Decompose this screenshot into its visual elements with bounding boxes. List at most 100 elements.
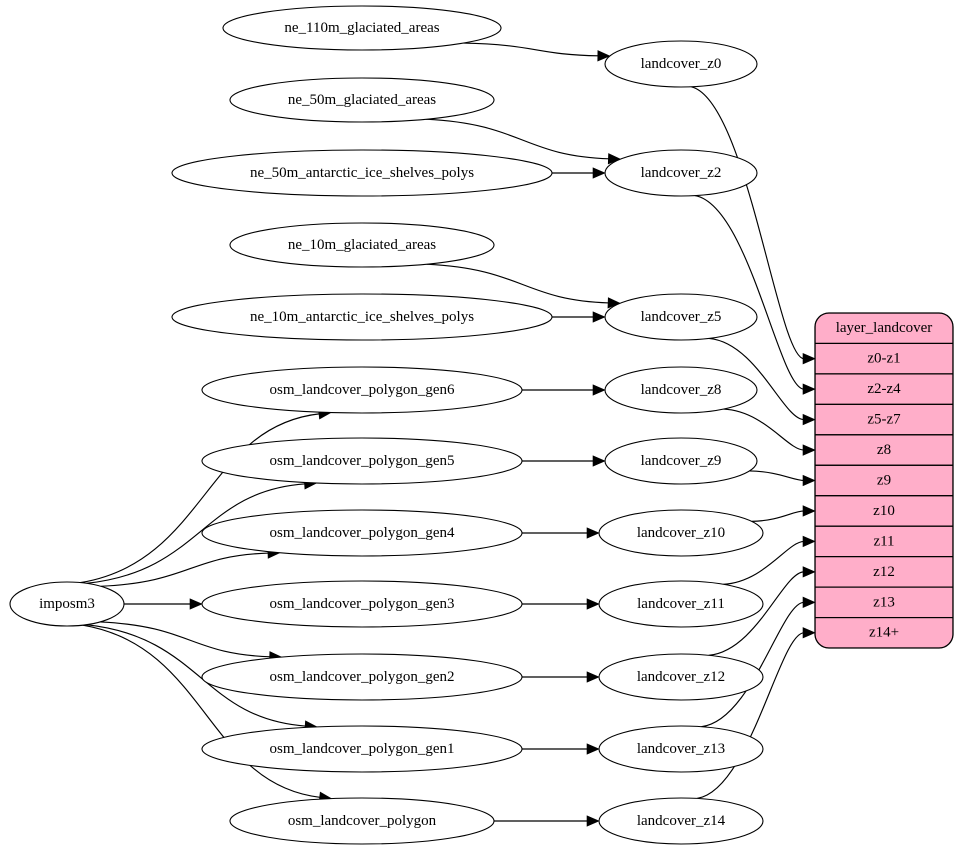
node-label-osm_landcover_polygon_gen2: osm_landcover_polygon_gen2	[270, 669, 455, 685]
node-shape-ne_10m_glaciated_areas	[229, 222, 495, 268]
record-row-z14+[interactable]	[815, 616, 953, 648]
node-shape-landcover_z2	[604, 149, 758, 197]
record-row-label-z11: z11	[873, 533, 894, 549]
edge-ne_110m_glaciated_areas-to-landcover_z0	[463, 42, 599, 57]
record-row-label-z12: z12	[873, 564, 895, 580]
node-osm_landcover_polygon_gen1[interactable]: osm_landcover_polygon_gen1	[201, 725, 523, 773]
nodes-layer: imposm3 ne_110m_glaciated_areas ne_50m_gla…	[9, 5, 764, 845]
node-landcover_z0[interactable]: landcover_z0	[604, 40, 758, 88]
record-row-z11[interactable]	[815, 525, 953, 558]
node-label-landcover_z0: landcover_z0	[641, 56, 722, 72]
node-shape-osm_landcover_polygon_gen1	[201, 725, 523, 773]
record-row-header[interactable]	[815, 313, 953, 345]
edge-landcover_z12-to-z12	[708, 571, 805, 656]
record-row-label-header: layer_landcover	[836, 320, 933, 336]
edge-ne_10m_glaciated_areas-to-landcover_z5	[426, 263, 610, 304]
record-row-label-z8: z8	[877, 442, 891, 458]
edge-landcover_z13-to-z13	[701, 601, 805, 728]
record-row-label-z5-z7: z5-z7	[867, 412, 901, 428]
edge-landcover_z8-to-z8	[723, 408, 805, 451]
edge-arrowhead	[802, 413, 816, 426]
node-ne_50m_glaciated_areas[interactable]: ne_50m_glaciated_areas	[229, 77, 495, 123]
edge-landcover_z0-to-z0-z1	[691, 86, 805, 360]
node-shape-landcover_z10	[598, 509, 764, 557]
node-landcover_z2[interactable]: landcover_z2	[604, 149, 758, 197]
node-label-landcover_z2: landcover_z2	[641, 165, 722, 181]
node-osm_landcover_polygon_gen6[interactable]: osm_landcover_polygon_gen6	[201, 366, 523, 414]
node-imposm3[interactable]: imposm3	[9, 581, 125, 627]
node-ne_10m_antarctic_ice_shelves_polys[interactable]: ne_10m_antarctic_ice_shelves_polys	[171, 293, 553, 341]
edge-imposm3-to-osm_landcover_polygon	[82, 624, 321, 798]
node-shape-osm_landcover_polygon_gen3	[201, 580, 523, 628]
edge-arrowhead	[592, 455, 606, 467]
edge-landcover_z10-to-z10	[751, 510, 805, 522]
node-shape-landcover_z12	[598, 653, 764, 701]
node-landcover_z11[interactable]: landcover_z11	[598, 580, 764, 628]
node-label-osm_landcover_polygon_gen4: osm_landcover_polygon_gen4	[270, 525, 455, 541]
record-outline	[814, 312, 954, 649]
node-landcover_z8[interactable]: landcover_z8	[604, 366, 758, 414]
node-osm_landcover_polygon_gen3[interactable]: osm_landcover_polygon_gen3	[201, 580, 523, 628]
node-label-landcover_z14: landcover_z14	[637, 813, 726, 829]
record-row-label-z9: z9	[877, 472, 891, 488]
edge-landcover_z2-to-z2-z4	[694, 195, 805, 390]
node-label-landcover_z9: landcover_z9	[641, 453, 722, 469]
node-osm_landcover_polygon_gen4[interactable]: osm_landcover_polygon_gen4	[201, 509, 523, 557]
record-row-z8[interactable]	[815, 434, 953, 466]
node-landcover_z5[interactable]: landcover_z5	[604, 293, 758, 341]
record-row-label-z14+: z14+	[869, 625, 899, 641]
edge-arrowhead	[802, 627, 816, 639]
node-label-ne_50m_glaciated_areas: ne_50m_glaciated_areas	[288, 92, 436, 108]
node-ne_110m_glaciated_areas[interactable]: ne_110m_glaciated_areas	[222, 5, 502, 51]
edge-arrowhead	[802, 566, 816, 578]
node-label-landcover_z10: landcover_z10	[637, 525, 725, 541]
node-shape-landcover_z0	[604, 40, 758, 88]
record-row-z12[interactable]	[815, 556, 953, 588]
record-row-label-z13: z13	[873, 594, 895, 610]
node-shape-landcover_z11	[598, 580, 764, 628]
node-shape-landcover_z8	[604, 366, 758, 414]
edge-arrowhead	[592, 384, 606, 396]
node-label-ne_50m_antarctic_ice_shelves_polys: ne_50m_antarctic_ice_shelves_polys	[250, 165, 474, 181]
node-osm_landcover_polygon_gen2[interactable]: osm_landcover_polygon_gen2	[201, 653, 523, 701]
node-landcover_z14[interactable]: landcover_z14	[598, 797, 764, 845]
node-landcover_z13[interactable]: landcover_z13	[598, 725, 764, 773]
node-ne_10m_glaciated_areas[interactable]: ne_10m_glaciated_areas	[229, 222, 495, 268]
edge-landcover_z5-to-z5-z7	[708, 337, 805, 421]
record-row-z13[interactable]	[815, 586, 953, 619]
edge-arrowhead	[597, 50, 611, 62]
node-shape-landcover_z9	[604, 437, 758, 485]
node-shape-osm_landcover_polygon	[229, 797, 495, 845]
node-label-landcover_z8: landcover_z8	[641, 382, 722, 398]
layer-landcover-record[interactable]: layer_landcoverz0-z1z2-z4z5-z7z8z9z10z11…	[814, 312, 954, 649]
edge-arrowhead	[189, 598, 203, 610]
edge-ne_50m_glaciated_areas-to-landcover_z2	[426, 118, 610, 160]
node-label-osm_landcover_polygon_gen1: osm_landcover_polygon_gen1	[270, 741, 455, 757]
node-shape-ne_110m_glaciated_areas	[222, 5, 502, 51]
node-landcover_z10[interactable]: landcover_z10	[598, 509, 764, 557]
node-label-ne_10m_antarctic_ice_shelves_polys: ne_10m_antarctic_ice_shelves_polys	[250, 309, 474, 325]
node-label-imposm3: imposm3	[39, 596, 95, 612]
record-row-label-z10: z10	[873, 503, 895, 519]
edge-imposm3-to-osm_landcover_polygon_gen5	[86, 483, 306, 584]
node-landcover_z9[interactable]: landcover_z9	[604, 437, 758, 485]
node-shape-ne_50m_glaciated_areas	[229, 77, 495, 123]
node-osm_landcover_polygon_gen5[interactable]: osm_landcover_polygon_gen5	[201, 437, 523, 485]
node-shape-landcover_z5	[604, 293, 758, 341]
node-osm_landcover_polygon[interactable]: osm_landcover_polygon	[229, 797, 495, 845]
node-ne_50m_antarctic_ice_shelves_polys[interactable]: ne_50m_antarctic_ice_shelves_polys	[171, 149, 553, 197]
node-shape-osm_landcover_polygon_gen6	[201, 366, 523, 414]
edge-imposm3-to-osm_landcover_polygon_gen4	[100, 552, 269, 587]
edge-arrowhead	[592, 167, 606, 179]
edge-arrowhead	[802, 596, 816, 608]
node-shape-ne_50m_antarctic_ice_shelves_polys	[171, 149, 553, 197]
node-label-osm_landcover_polygon_gen5: osm_landcover_polygon_gen5	[270, 453, 455, 469]
node-label-osm_landcover_polygon: osm_landcover_polygon	[288, 813, 437, 829]
node-shape-landcover_z14	[598, 797, 764, 845]
edge-arrowhead	[802, 383, 816, 395]
node-landcover_z12[interactable]: landcover_z12	[598, 653, 764, 701]
node-shape-landcover_z13	[598, 725, 764, 773]
node-label-landcover_z11: landcover_z11	[637, 596, 725, 612]
node-label-ne_10m_glaciated_areas: ne_10m_glaciated_areas	[288, 237, 436, 253]
